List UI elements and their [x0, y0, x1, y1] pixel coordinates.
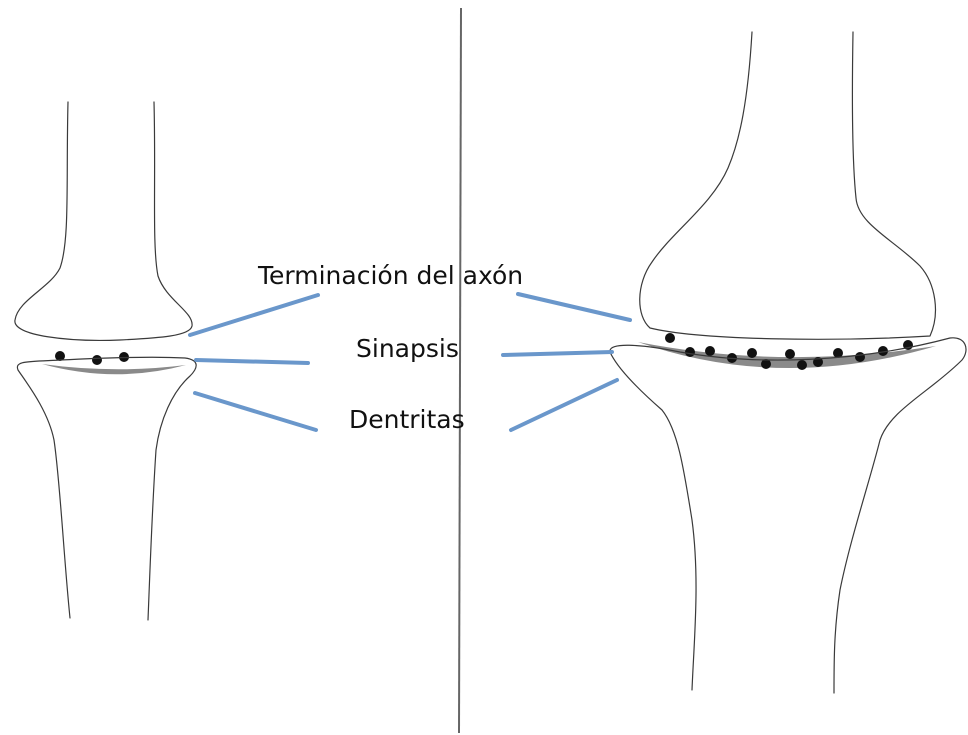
vesicle — [833, 348, 843, 358]
synapse-label: Sinapsis — [356, 334, 459, 363]
vesicle — [665, 333, 675, 343]
left-axon-terminal — [15, 102, 192, 340]
dendrites-pointer-left — [195, 393, 316, 430]
vesicle — [92, 355, 102, 365]
left-dendrite — [17, 357, 196, 620]
axon-terminal-label: Terminación del axón — [257, 261, 523, 290]
right-dendrite — [610, 338, 966, 693]
axon-terminal-pointer-right — [518, 294, 630, 320]
vesicle — [855, 352, 865, 362]
vesicle — [685, 347, 695, 357]
vesicle — [797, 360, 807, 370]
left-synaptic-cleft — [42, 364, 186, 374]
axon-terminal-pointer-left — [190, 295, 318, 335]
right-axon-terminal — [640, 32, 936, 339]
vesicle — [747, 348, 757, 358]
vesicle — [785, 349, 795, 359]
left-synapse — [15, 102, 196, 620]
vesicle — [705, 346, 715, 356]
dendrites-pointer-right — [511, 380, 617, 430]
synapse-pointer-right — [503, 352, 612, 355]
right-synapse — [610, 32, 966, 693]
dendrites-label: Dentritas — [349, 405, 465, 434]
center-divider — [459, 8, 461, 733]
synapse-pointer-left — [196, 360, 308, 363]
